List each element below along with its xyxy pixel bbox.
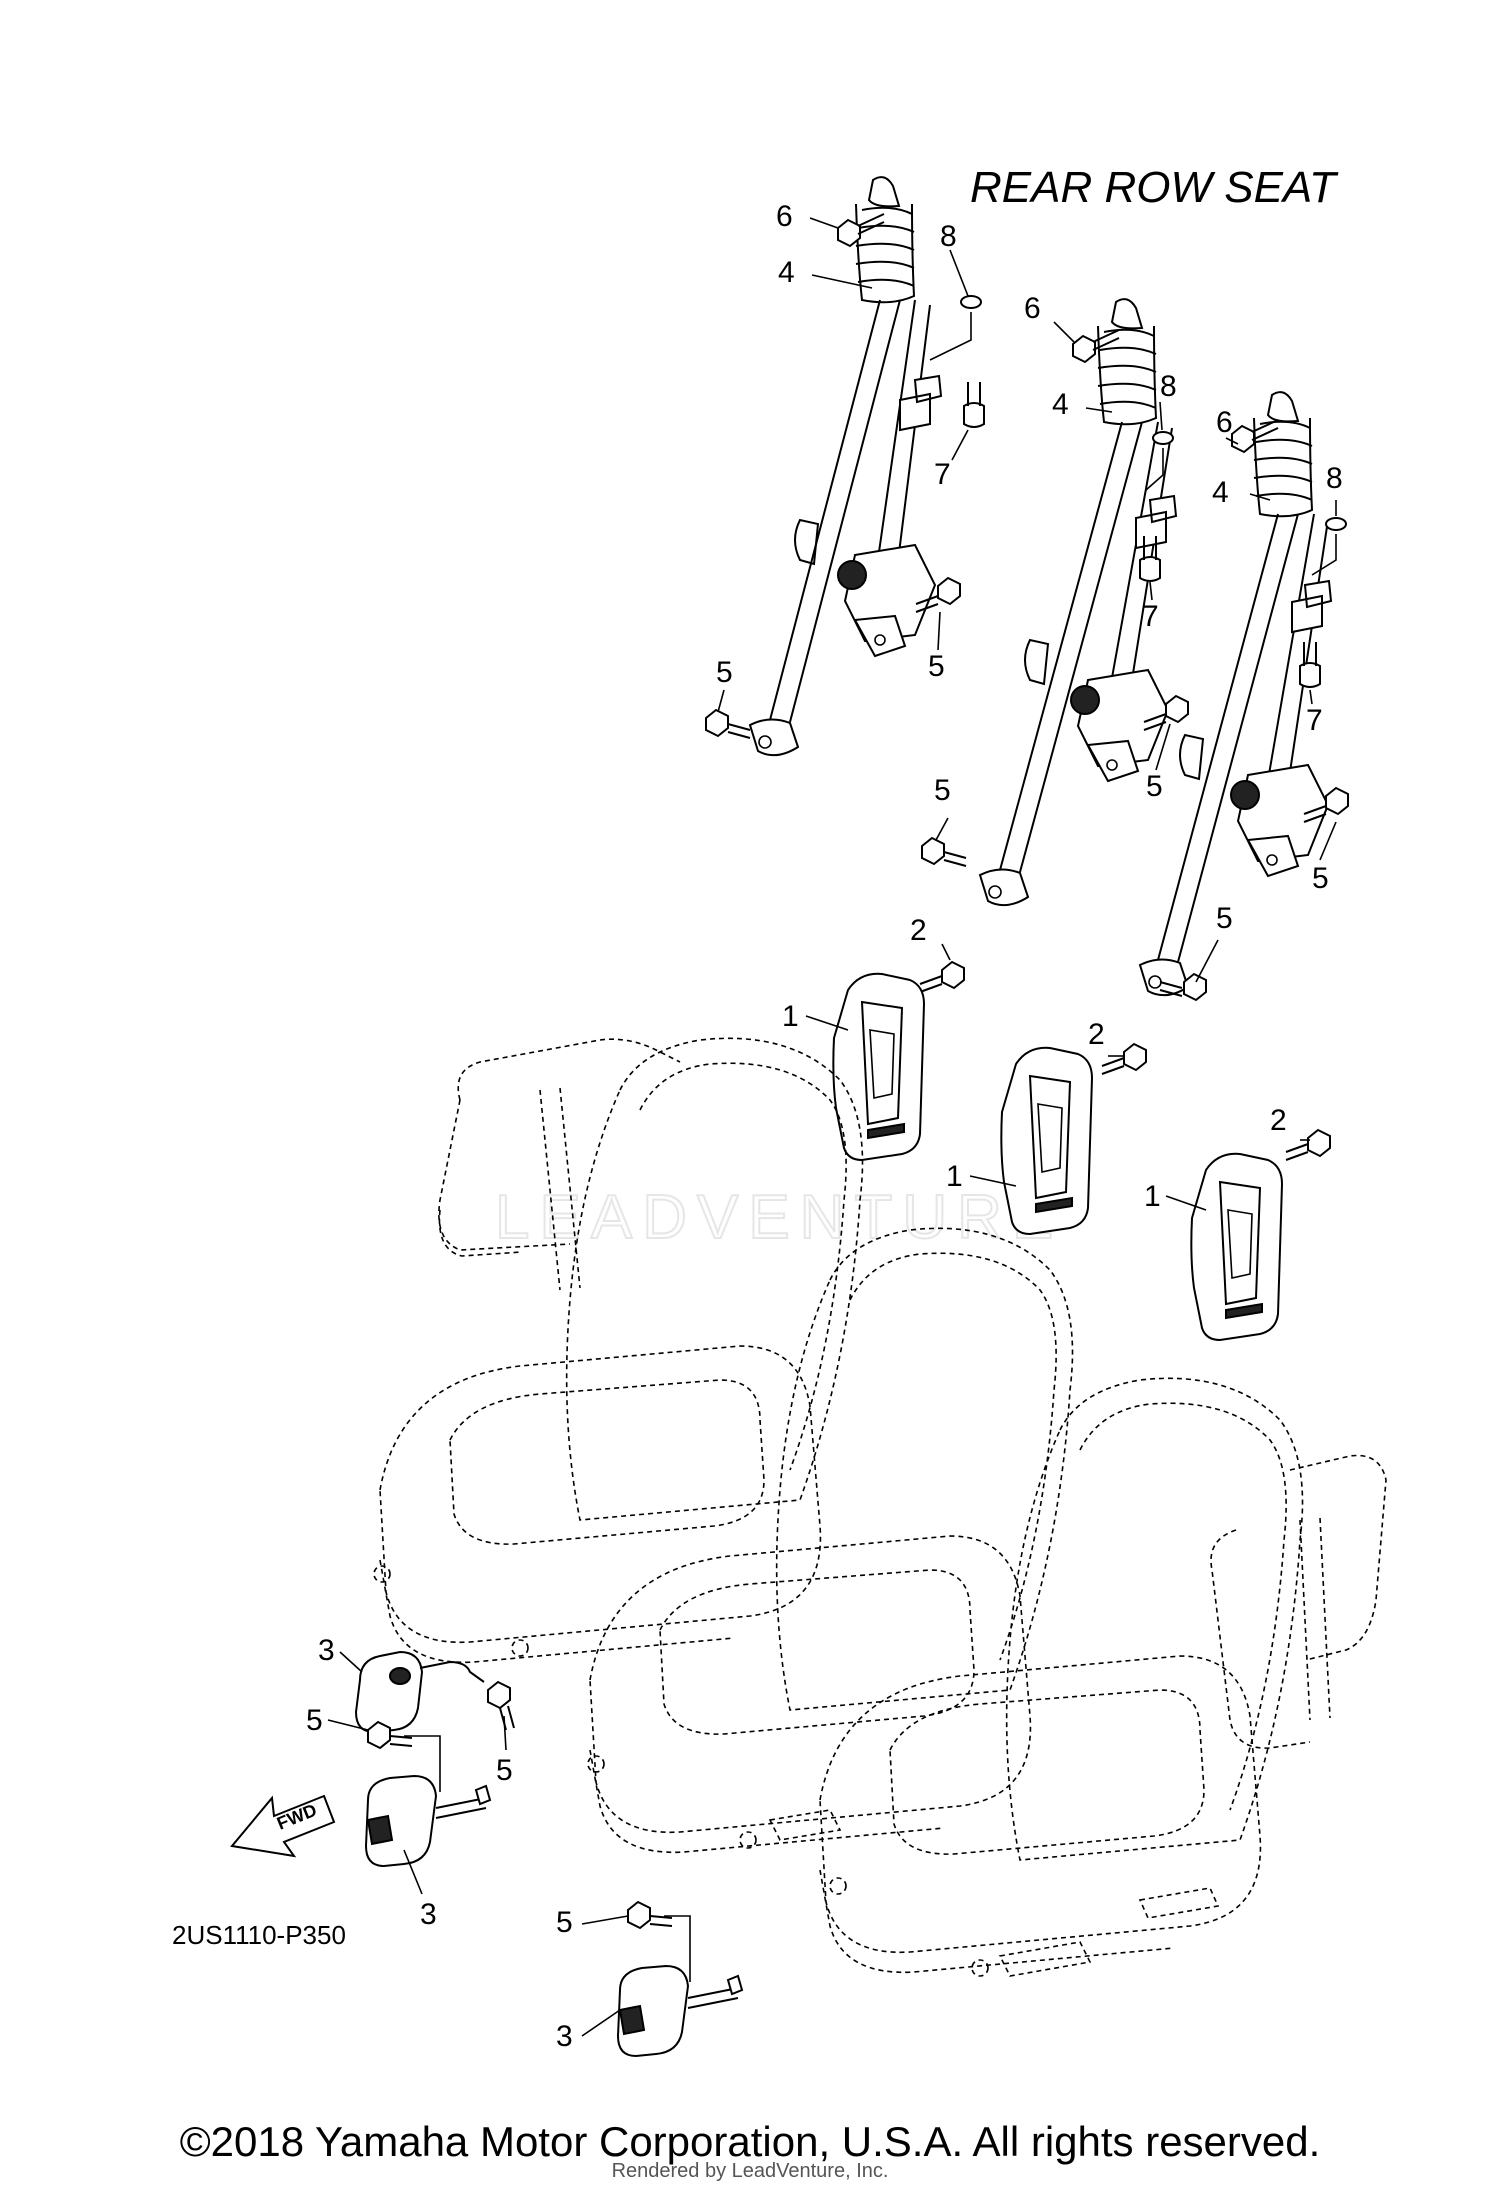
seat-back-right [1005, 1377, 1304, 1861]
callout-7-left: 7 [934, 458, 951, 491]
callout-5-a: 5 [716, 656, 733, 689]
seat-belt-assembly-right [1138, 391, 1333, 997]
callout-5-c: 5 [934, 774, 951, 807]
bolt-7-center [1139, 536, 1161, 582]
seat-cushion-left [373, 1345, 822, 1664]
washer-8-right [1325, 517, 1347, 531]
washer-8-center [1152, 431, 1174, 445]
bolt-6-left [837, 213, 885, 248]
bolt-5-e [1303, 786, 1349, 823]
bolt-6-right [1231, 419, 1279, 454]
headrest-left [832, 972, 926, 1162]
callout-5-i: 5 [556, 1906, 573, 1939]
callout-4-right: 4 [1212, 476, 1229, 509]
callout-8-left: 8 [940, 220, 957, 253]
headrest-center [1000, 1046, 1094, 1236]
callout-3-top: 3 [318, 1634, 335, 1667]
bolt-5-d [1143, 694, 1189, 731]
diagram-code: 2US1110-P350 [172, 1920, 346, 1950]
seat-cushion-right [819, 1655, 1262, 1977]
bolt-5-f [1159, 972, 1207, 1002]
bolt-7-left [963, 382, 985, 428]
callout-6-right: 6 [1216, 406, 1233, 439]
headrest-right [1190, 1152, 1284, 1342]
copyright-notice: ©2018 Yamaha Motor Corporation, U.S.A. A… [179, 2118, 1321, 2165]
callout-6-left: 6 [776, 200, 793, 233]
callout-7-right: 7 [1306, 704, 1323, 737]
buckle-3-left [364, 1720, 492, 1868]
bolt-2-right [1285, 1128, 1331, 1161]
callout-2-right: 2 [1270, 1104, 1287, 1137]
buckle-3-right [616, 1900, 744, 2058]
callout-7-center: 7 [1142, 600, 1159, 633]
bolt-2-left [919, 960, 965, 993]
callout-2-left: 2 [910, 914, 927, 947]
callout-5-e: 5 [1312, 862, 1329, 895]
fwd-arrow-icon: FWD [230, 1794, 336, 1858]
washer-8-left [960, 295, 982, 309]
callout-8-right: 8 [1326, 462, 1343, 495]
callout-5-b: 5 [928, 650, 945, 683]
seat-belt-assembly-center [978, 298, 1178, 907]
rendered-by-notice: Rendered by LeadVenture, Inc. [611, 2160, 889, 2182]
callout-6-center: 6 [1024, 292, 1041, 325]
callout-1-center: 1 [946, 1160, 963, 1193]
leader-lines [327, 217, 1337, 2037]
callout-1-right: 1 [1144, 1180, 1161, 1213]
seat-frame-right [1210, 1454, 1387, 1749]
bolt-2-center [1101, 1042, 1147, 1075]
seat-frame-left [438, 1038, 681, 1291]
buckle-3-top [354, 1650, 515, 1734]
callout-5-f: 5 [1216, 902, 1233, 935]
bolt-5-b [915, 576, 961, 613]
diagram-title: REAR ROW SEAT [970, 163, 1339, 212]
callout-8-center: 8 [1160, 370, 1177, 403]
callout-5-h: 5 [496, 1754, 513, 1787]
callout-1-left: 1 [782, 1000, 799, 1033]
watermark-text: LEADVENTURE [495, 1183, 1063, 1252]
callout-4-left: 4 [778, 256, 795, 289]
seat-back-center [775, 1227, 1074, 1711]
callout-5-g: 5 [306, 1704, 323, 1737]
callout-5-d: 5 [1146, 770, 1163, 803]
callout-3-left: 3 [420, 1898, 437, 1931]
bolt-5-a [705, 708, 751, 739]
callout-3-right: 3 [556, 2020, 573, 2053]
bolt-5-c [921, 836, 967, 867]
seat-cushion-center [587, 1535, 1032, 1854]
bolt-7-right [1299, 642, 1321, 688]
callout-4-center: 4 [1052, 388, 1069, 421]
seat-belt-assembly-left [748, 176, 943, 757]
seat-back-left [565, 1037, 864, 1521]
callout-2-center: 2 [1088, 1018, 1105, 1051]
bolt-6-center [1072, 329, 1120, 364]
